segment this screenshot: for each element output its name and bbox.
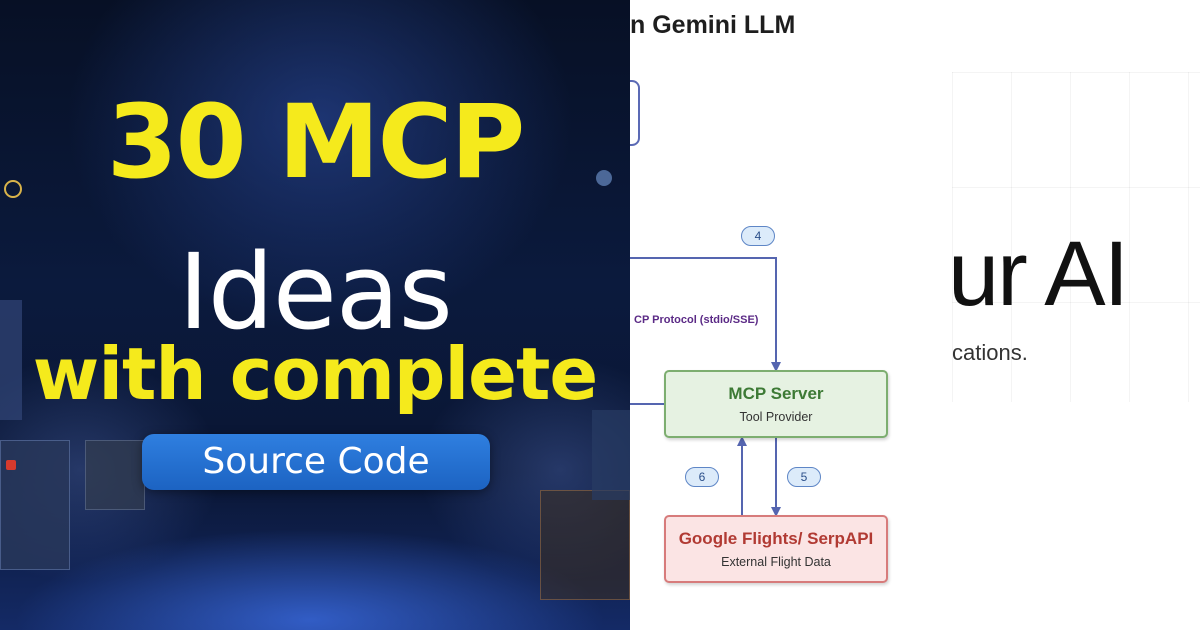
flights-api-node: Google Flights/ SerpAPI External Flight … xyxy=(664,515,888,583)
overlay-subtext: cations. xyxy=(952,340,1028,365)
overlay-heading: ur AI xyxy=(948,223,1129,325)
source-code-button[interactable]: Source Code xyxy=(142,434,490,490)
decor-panel xyxy=(540,490,630,600)
step-badge-6: 6 xyxy=(685,467,719,487)
diagram-connectors xyxy=(630,257,781,517)
step-badge-5: 5 xyxy=(787,467,821,487)
flights-api-title: Google Flights/ SerpAPI xyxy=(678,529,874,548)
thumbnail-banner: 30 MCP Ideas with complete Source Code xyxy=(0,0,630,630)
connector-step-4 xyxy=(630,257,781,372)
mcp-server-title: MCP Server xyxy=(728,384,824,403)
decor-panel xyxy=(592,410,630,500)
mcp-server-subtitle: Tool Provider xyxy=(739,410,813,424)
flights-api-subtitle: External Flight Data xyxy=(721,555,831,569)
background-grid xyxy=(952,72,1200,402)
decor-ring xyxy=(4,180,22,198)
diagram-node-partial xyxy=(630,80,640,146)
headline-ideas: Ideas xyxy=(178,231,453,353)
protocol-label: CP Protocol (stdio/SSE) xyxy=(634,314,759,326)
headline-complete: with complete xyxy=(32,332,598,416)
step-badge-4: 4 xyxy=(741,226,775,246)
decor-panel xyxy=(0,300,22,420)
decor-light xyxy=(6,460,16,470)
headline-count: 30 MCP xyxy=(106,83,526,202)
decor-panel xyxy=(85,440,145,510)
diagram-panel: n Gemini LLM ur AI cations. CP Protocol … xyxy=(630,0,1200,630)
diagram-title: n Gemini LLM xyxy=(630,11,796,39)
mcp-server-node: MCP Server Tool Provider xyxy=(664,370,888,438)
decor-light xyxy=(596,170,612,186)
